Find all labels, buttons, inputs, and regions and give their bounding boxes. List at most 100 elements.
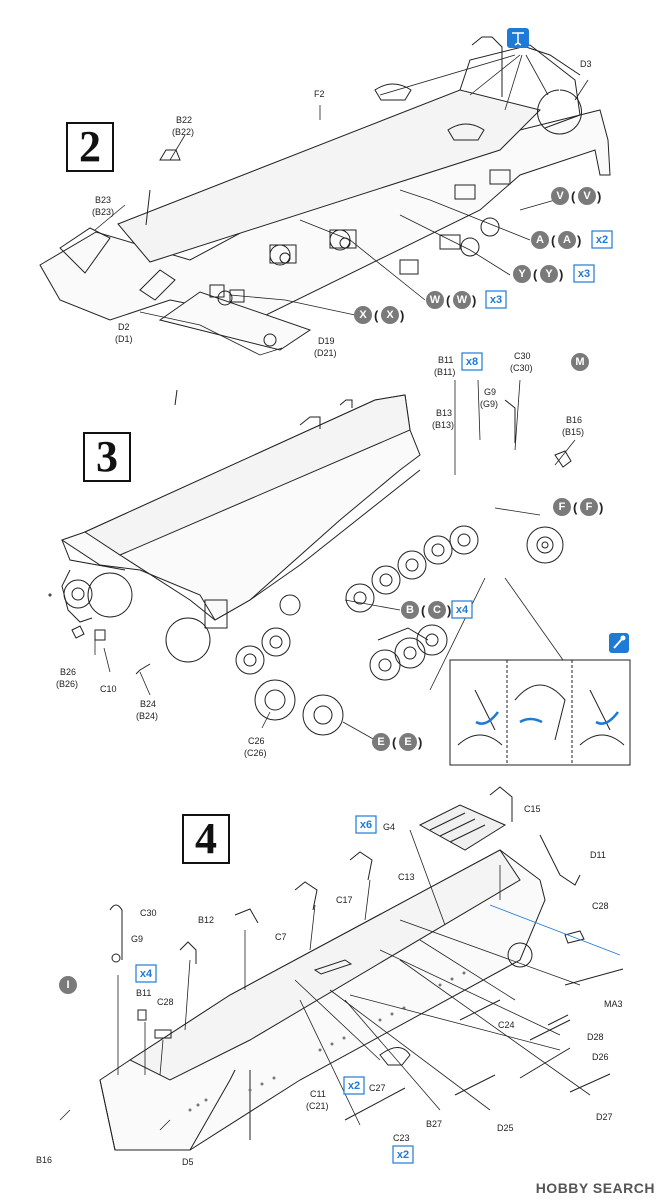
label-c30: C30 [514, 351, 531, 361]
step-4-number: 4 [182, 814, 230, 864]
label-g4: G4 [383, 822, 395, 832]
step3-inset [449, 659, 631, 766]
label-c26-paren: (C26) [244, 748, 267, 758]
step2-hull [39, 36, 611, 351]
label-c28-right: C28 [592, 901, 609, 911]
step4-hull [99, 786, 624, 1151]
part-b-c: B ( C ) x4 [401, 600, 473, 619]
part-f: F ( F ) [553, 498, 603, 516]
label-c10: C10 [100, 684, 117, 694]
svg-text:(: ( [446, 293, 451, 308]
step3-leaders [94, 379, 576, 741]
label-b27: B27 [426, 1119, 442, 1129]
svg-text:Y: Y [545, 268, 553, 280]
label-g9-paren: (G9) [480, 399, 498, 409]
label-b15-paren: (B15) [562, 427, 584, 437]
svg-text:W: W [457, 294, 468, 306]
svg-text:X: X [359, 309, 367, 321]
svg-text:(: ( [551, 233, 556, 248]
label-d25: D25 [497, 1123, 514, 1133]
label-c7: C7 [275, 932, 287, 942]
label-g9: G9 [484, 387, 496, 397]
label-g9-step4: G9 [131, 934, 143, 944]
label-c11: C11 [310, 1089, 326, 1099]
label-c27: C27 [369, 1083, 386, 1093]
label-b12: B12 [198, 915, 214, 925]
svg-text:(: ( [573, 500, 578, 515]
svg-text:E: E [377, 736, 384, 748]
step3-idler [526, 526, 564, 564]
label-c15: C15 [524, 804, 541, 814]
label-b13: B13 [436, 408, 452, 418]
svg-text:x4: x4 [456, 604, 469, 616]
qty-x8: x8 [466, 356, 478, 368]
label-d21-paren: (D21) [314, 348, 337, 358]
svg-text:V: V [556, 190, 564, 202]
svg-text:Y: Y [518, 268, 526, 280]
step-3-number: 3 [83, 432, 131, 482]
svg-text:W: W [430, 294, 441, 306]
label-b24: B24 [140, 699, 156, 709]
svg-text:(: ( [374, 308, 379, 323]
svg-text:): ) [418, 735, 422, 750]
part-e: E ( E ) [372, 733, 422, 751]
step-2-number: 2 [66, 122, 114, 172]
qty-x2-c27: x2 [348, 1080, 360, 1092]
label-b22: B22 [176, 115, 192, 125]
svg-text:): ) [472, 293, 476, 308]
watermark: HOBBY SEARCH [535, 1180, 655, 1196]
step2-cement-icon [507, 28, 529, 48]
part-y: Y ( Y ) x3 [513, 264, 595, 283]
label-c13: C13 [398, 872, 415, 882]
part-v: V ( V ) [551, 187, 601, 205]
label-b11: B11 [438, 355, 453, 365]
svg-text:): ) [447, 603, 451, 618]
svg-text:(: ( [392, 735, 397, 750]
svg-text:x3: x3 [490, 294, 502, 306]
svg-text:): ) [599, 500, 603, 515]
label-d3: D3 [580, 59, 592, 69]
svg-text:C: C [433, 604, 441, 616]
svg-text:x2: x2 [596, 234, 608, 246]
svg-text:F: F [586, 501, 593, 513]
label-d26: D26 [592, 1052, 609, 1062]
label-c21-paren: (C21) [306, 1101, 329, 1111]
label-ma3: MA3 [604, 999, 623, 1009]
label-c24: C24 [498, 1020, 515, 1030]
label-d27: D27 [596, 1112, 613, 1122]
svg-text:(: ( [571, 189, 576, 204]
qty-x2-c23: x2 [397, 1149, 409, 1161]
step4-rivets [188, 971, 466, 1112]
label-b16-step4: B16 [36, 1155, 52, 1165]
label-b26: B26 [60, 667, 76, 677]
svg-text:): ) [400, 308, 404, 323]
svg-text:M: M [575, 356, 584, 368]
label-d2: D2 [118, 322, 130, 332]
part-m: M [571, 353, 589, 371]
label-b11-step4: B11 [136, 988, 151, 998]
label-b23: B23 [95, 195, 111, 205]
label-c30-paren: (C30) [510, 363, 533, 373]
step4-leaders [59, 829, 591, 1131]
label-c23: C23 [393, 1133, 410, 1143]
svg-text:X: X [386, 309, 394, 321]
svg-text:F: F [559, 501, 566, 513]
svg-text:A: A [536, 234, 544, 246]
qty-x4-step4: x4 [140, 968, 153, 980]
step3-roadwheels [235, 525, 479, 675]
label-d19: D19 [318, 336, 335, 346]
svg-text:(: ( [421, 603, 426, 618]
label-c30-step4: C30 [140, 908, 157, 918]
step3-hull [48, 389, 572, 736]
part-a: A ( A ) x2 [531, 230, 613, 249]
label-d1-paren: (D1) [115, 334, 133, 344]
label-d28: D28 [587, 1032, 604, 1042]
label-b22-paren: (B22) [172, 127, 194, 137]
step3-sprocket-left [63, 579, 93, 609]
svg-text:V: V [583, 190, 591, 202]
step3-sprocket-pair [254, 679, 344, 736]
part-x: X ( X ) [354, 306, 404, 324]
svg-text:A: A [563, 234, 571, 246]
